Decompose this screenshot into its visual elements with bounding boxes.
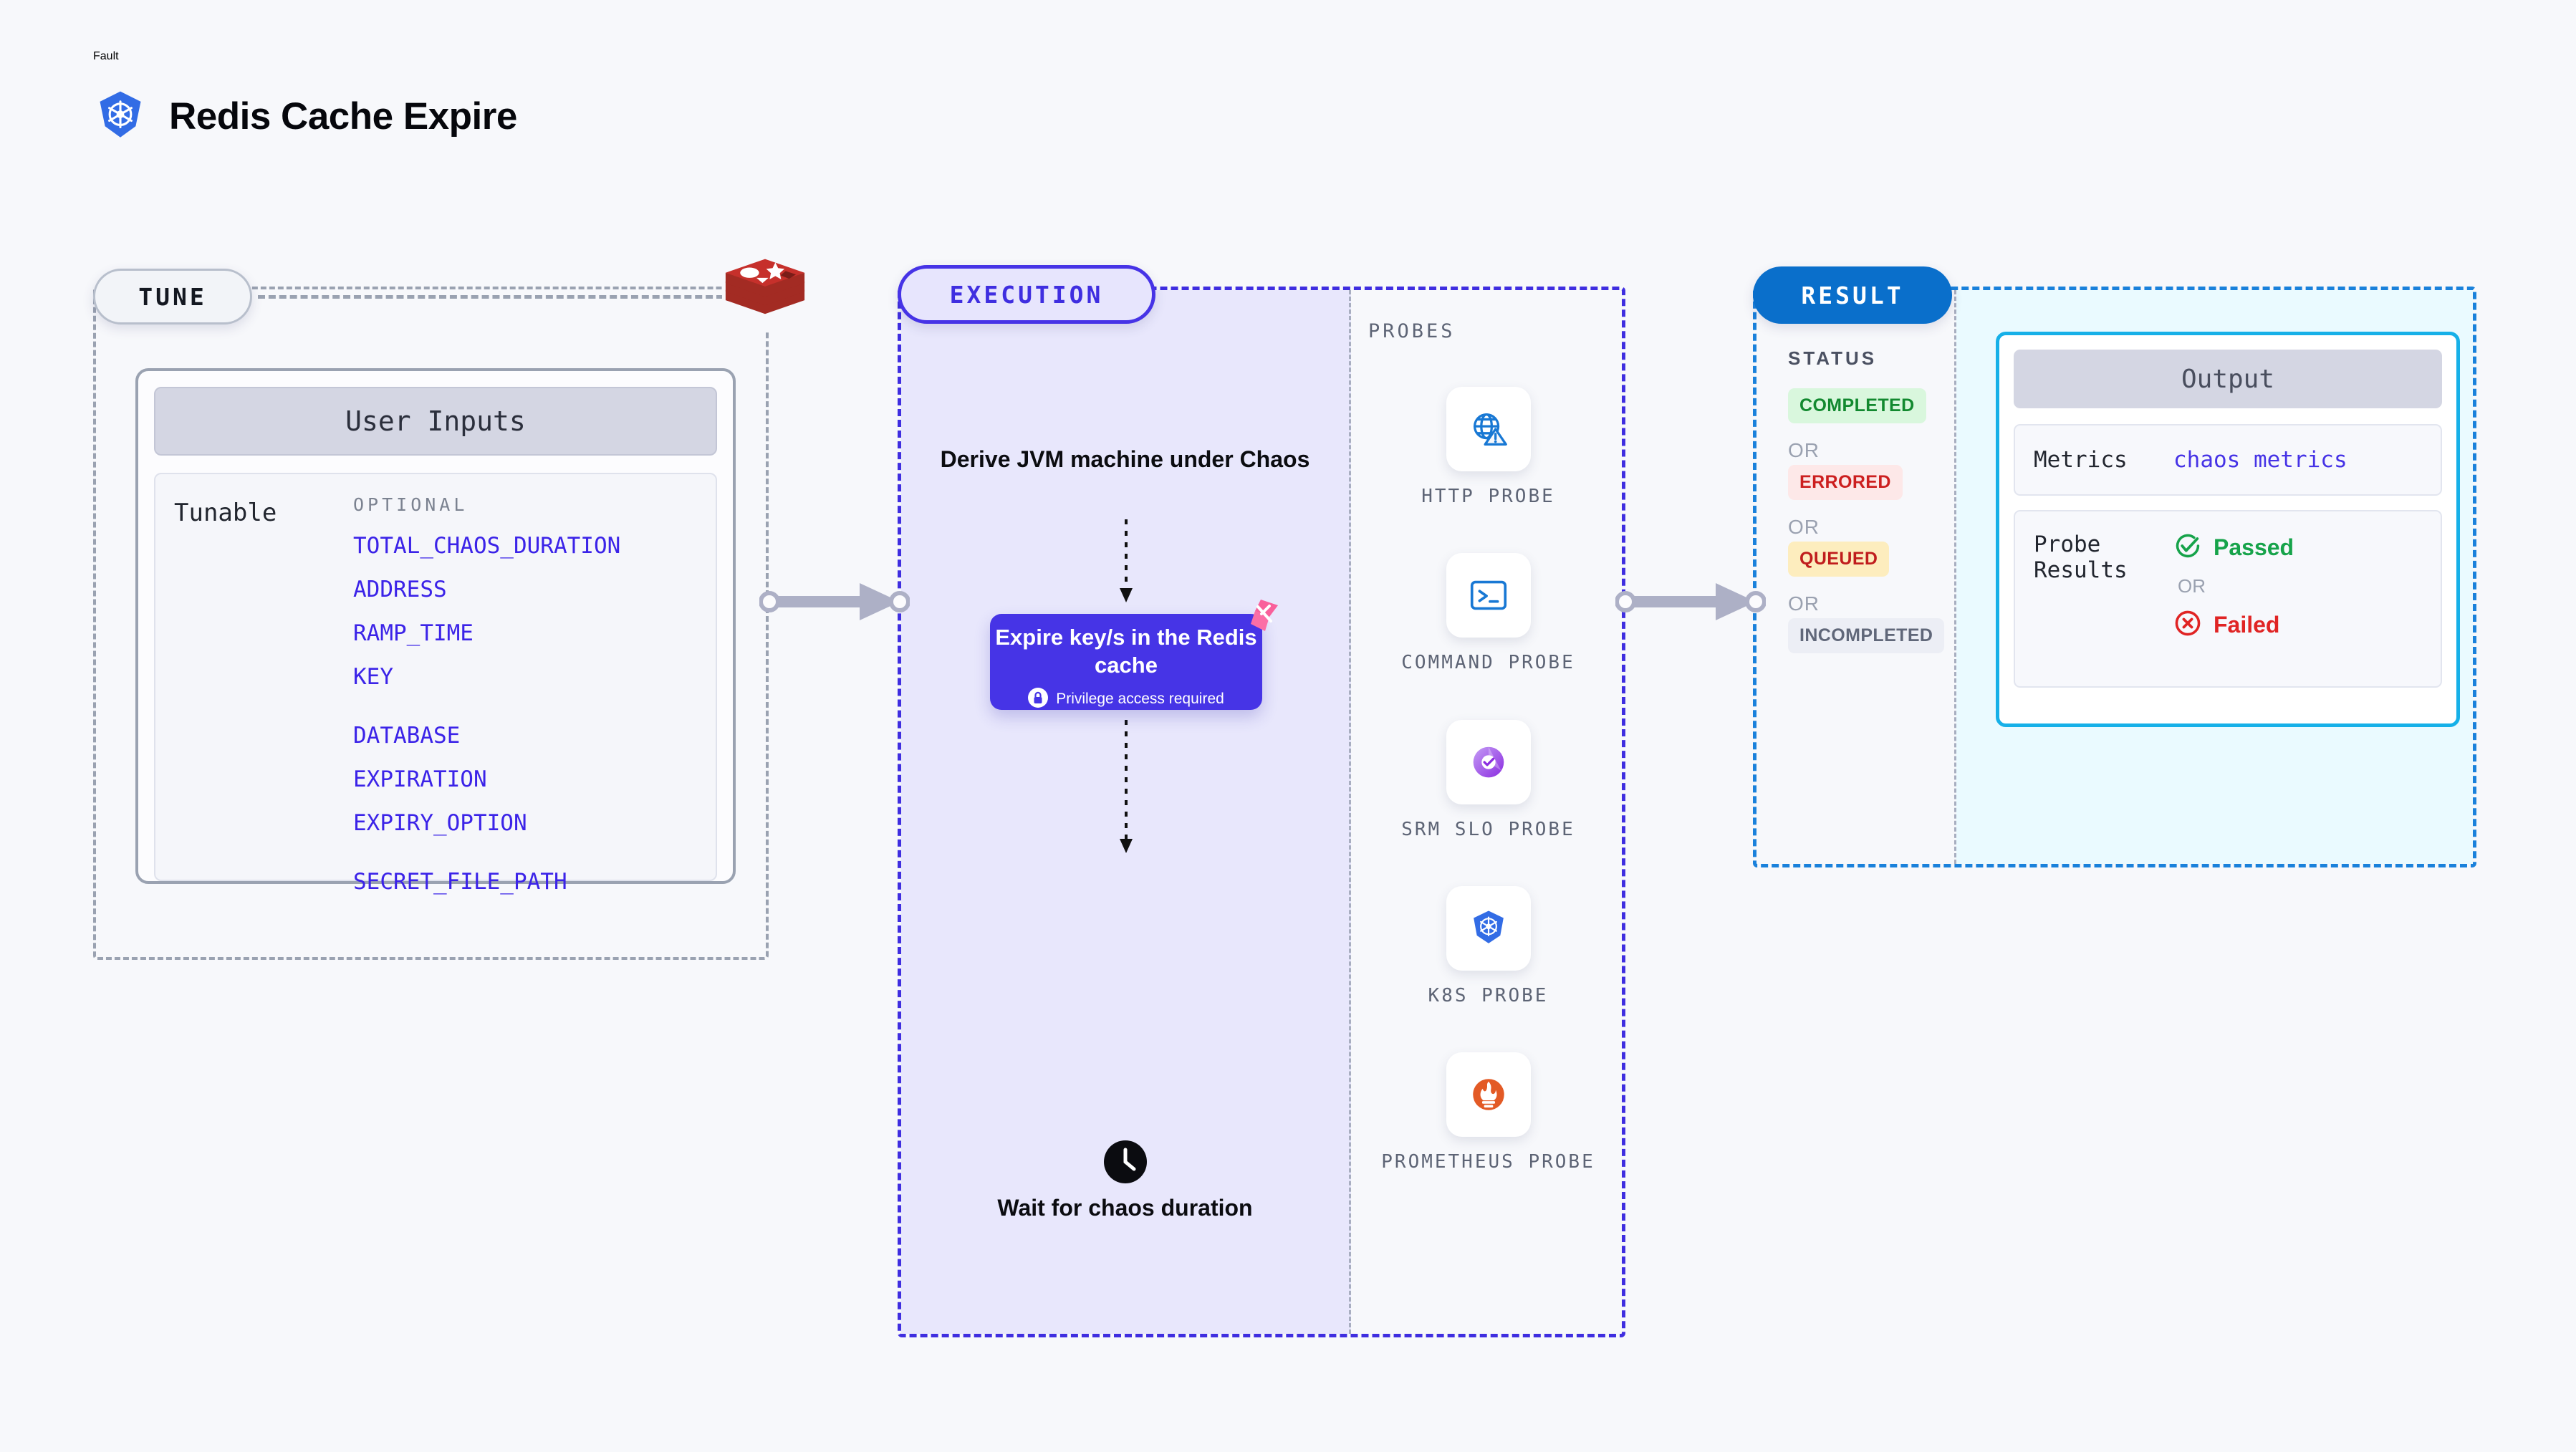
action-card[interactable]: Expire key/s in the Redis cache Privileg… <box>990 600 1278 711</box>
probe-k8s[interactable]: K8S PROBE <box>1351 885 1625 1008</box>
title-row: Redis Cache Expire <box>93 89 517 143</box>
status-or-1: OR <box>1788 439 1820 461</box>
wait-step: Wait for chaos duration <box>901 1139 1349 1223</box>
output-card: Output Metrics chaos metrics Probe Resul… <box>1996 332 2460 727</box>
param-secret-file-path[interactable]: SECRET_FILE_PATH <box>353 869 567 895</box>
lock-icon <box>1028 687 1049 711</box>
execution-flow-column: Derive JVM machine under Chaos Expire ke… <box>901 290 1351 1334</box>
metrics-row: Metrics chaos metrics <box>2014 424 2442 496</box>
param-expiry-option[interactable]: EXPIRY_OPTION <box>353 810 527 836</box>
probe-command[interactable]: COMMAND PROBE <box>1351 553 1625 675</box>
output-region: Output Metrics chaos metrics Probe Resul… <box>1956 290 2473 864</box>
tune-stage-badge[interactable]: TUNE <box>93 269 252 324</box>
status-badge-completed[interactable]: COMPLETED <box>1788 388 1926 423</box>
probe-results-key-label: Probe Results <box>2034 532 2128 583</box>
user-inputs-card: User Inputs Tunable OPTIONAL TOTAL_CHAOS… <box>135 368 736 895</box>
optional-label: OPTIONAL <box>353 494 468 515</box>
privilege-note-label: Privilege access required <box>1056 691 1224 707</box>
probe-results-values: Passed OR Failed <box>2173 532 2294 686</box>
dotted-arrow-derive-to-action <box>1112 519 1140 609</box>
status-badge-errored[interactable]: ERRORED <box>1788 465 1903 500</box>
tune-panel: User Inputs Tunable OPTIONAL TOTAL_CHAOS… <box>93 287 769 960</box>
kubernetes-icon <box>93 89 148 143</box>
param-key[interactable]: KEY <box>353 664 393 690</box>
privilege-note-row: Privilege access required <box>990 687 1262 711</box>
result-badge-label: RESULT <box>1801 281 1904 309</box>
user-inputs-header: User Inputs <box>154 387 717 456</box>
action-card-title: Expire key/s in the Redis cache <box>995 625 1257 678</box>
ribbon-icon <box>1236 595 1281 640</box>
page-title: Redis Cache Expire <box>169 95 517 138</box>
eyebrow-label: Fault <box>93 50 119 62</box>
probe-prometheus-label: PROMETHEUS PROBE <box>1381 1151 1595 1173</box>
tunable-section: Tunable OPTIONAL TOTAL_CHAOS_DURATION AD… <box>154 473 717 895</box>
srm-slo-icon <box>1446 719 1531 804</box>
tunable-label: Tunable <box>174 499 277 527</box>
metrics-key-label: Metrics <box>2034 447 2128 473</box>
check-circle-icon <box>2173 532 2202 564</box>
status-badge-queued[interactable]: QUEUED <box>1788 542 1890 577</box>
probe-k8s-label: K8S PROBE <box>1428 984 1549 1006</box>
terminal-icon <box>1446 553 1531 638</box>
result-panel: STATUS COMPLETED OR ERRORED OR QUEUED OR… <box>1753 287 2476 867</box>
execution-stage-badge[interactable]: EXECUTION <box>898 265 1155 324</box>
tune-to-redis-dashed-line <box>258 295 724 299</box>
probe-srm-slo-label: SRM SLO PROBE <box>1401 818 1575 840</box>
param-ramp-time[interactable]: RAMP_TIME <box>353 620 474 646</box>
probe-result-or: OR <box>2178 575 2206 597</box>
param-total-chaos-duration[interactable]: TOTAL_CHAOS_DURATION <box>353 533 621 559</box>
execution-badge-label: EXECUTION <box>949 280 1104 309</box>
status-or-2: OR <box>1788 516 1820 538</box>
probe-http-label: HTTP PROBE <box>1421 486 1555 507</box>
status-section-label: STATUS <box>1788 347 1878 369</box>
status-or-3: OR <box>1788 592 1820 615</box>
dotted-arrow-action-to-wait <box>1112 720 1140 860</box>
kubernetes-icon <box>1446 885 1531 971</box>
tune-badge-label: TUNE <box>138 282 207 311</box>
globe-warning-icon <box>1446 387 1531 471</box>
status-column: STATUS COMPLETED OR ERRORED OR QUEUED OR… <box>1756 290 1956 864</box>
status-badge-incompleted[interactable]: INCOMPLETED <box>1788 618 1945 653</box>
page-header: Fault Redis Cache Expire <box>93 50 517 143</box>
param-database[interactable]: DATABASE <box>353 723 461 749</box>
prometheus-icon <box>1446 1052 1531 1138</box>
arrow-tune-to-execution <box>759 573 910 634</box>
passed-label: Passed <box>2214 534 2294 560</box>
clock-icon <box>1102 1140 1148 1188</box>
probe-srm-slo[interactable]: SRM SLO PROBE <box>1351 719 1625 842</box>
chaos-metrics-link[interactable]: chaos metrics <box>2173 447 2347 473</box>
derive-step-label: Derive JVM machine under Chaos <box>940 446 1310 472</box>
tunable-params-list: OPTIONAL TOTAL_CHAOS_DURATION ADDRESS RA… <box>353 494 621 895</box>
execution-panel: Derive JVM machine under Chaos Expire ke… <box>898 287 1625 1337</box>
probe-http[interactable]: HTTP PROBE <box>1351 387 1625 509</box>
probe-results-row: Probe Results Passed OR <box>2014 510 2442 688</box>
failed-label: Failed <box>2214 612 2280 638</box>
wait-step-label: Wait for chaos duration <box>997 1195 1253 1221</box>
probe-result-passed: Passed <box>2173 532 2294 564</box>
param-address[interactable]: ADDRESS <box>353 577 447 602</box>
probe-command-label: COMMAND PROBE <box>1401 652 1575 674</box>
output-header: Output <box>2014 350 2442 408</box>
probe-result-failed: Failed <box>2173 609 2294 641</box>
result-stage-badge[interactable]: RESULT <box>1753 266 1952 324</box>
probes-column: PROBES HTTP PROBE <box>1351 290 1625 1334</box>
arrow-execution-to-result <box>1615 573 1767 634</box>
probe-prometheus[interactable]: PROMETHEUS PROBE <box>1351 1052 1625 1174</box>
param-expiration[interactable]: EXPIRATION <box>353 766 487 792</box>
redis-logo-icon <box>722 252 815 331</box>
x-circle-icon <box>2173 609 2202 641</box>
probes-section-label: PROBES <box>1368 320 1456 342</box>
